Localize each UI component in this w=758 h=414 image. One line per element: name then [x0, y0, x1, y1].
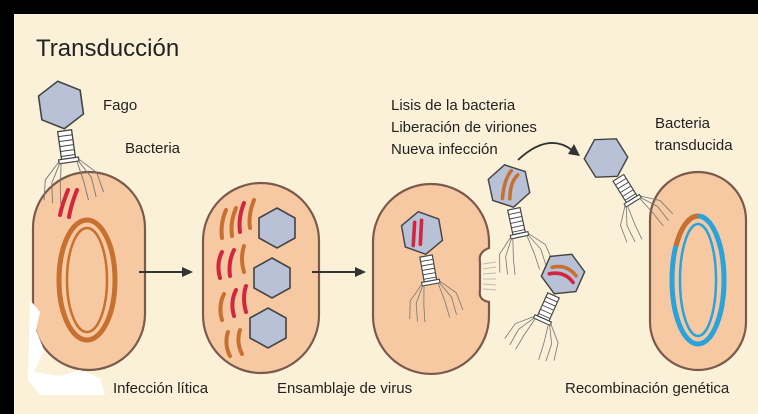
transduced-label-line-2: transducida [655, 137, 733, 154]
lysis-label-line-2: Liberación de viriones [391, 119, 537, 136]
caption-lytic-infection: Infección lítica [113, 380, 209, 397]
lysis-label-line-1: Lisis de la bacteria [391, 97, 516, 114]
stage-2-replication [203, 183, 319, 373]
caption-genetic-recombination: Recombinación genética [565, 380, 730, 397]
transduced-label-line-1: Bacteria [655, 115, 711, 132]
phage-label: Fago [103, 97, 137, 114]
lysis-label-line-3: Nueva infección [391, 141, 498, 158]
bacterium-cell-4 [650, 172, 746, 370]
diagram-title: Transducción [36, 35, 179, 62]
caption-virus-assembly: Ensamblaje de virus [277, 380, 412, 397]
bacterium-label: Bacteria [125, 140, 181, 157]
